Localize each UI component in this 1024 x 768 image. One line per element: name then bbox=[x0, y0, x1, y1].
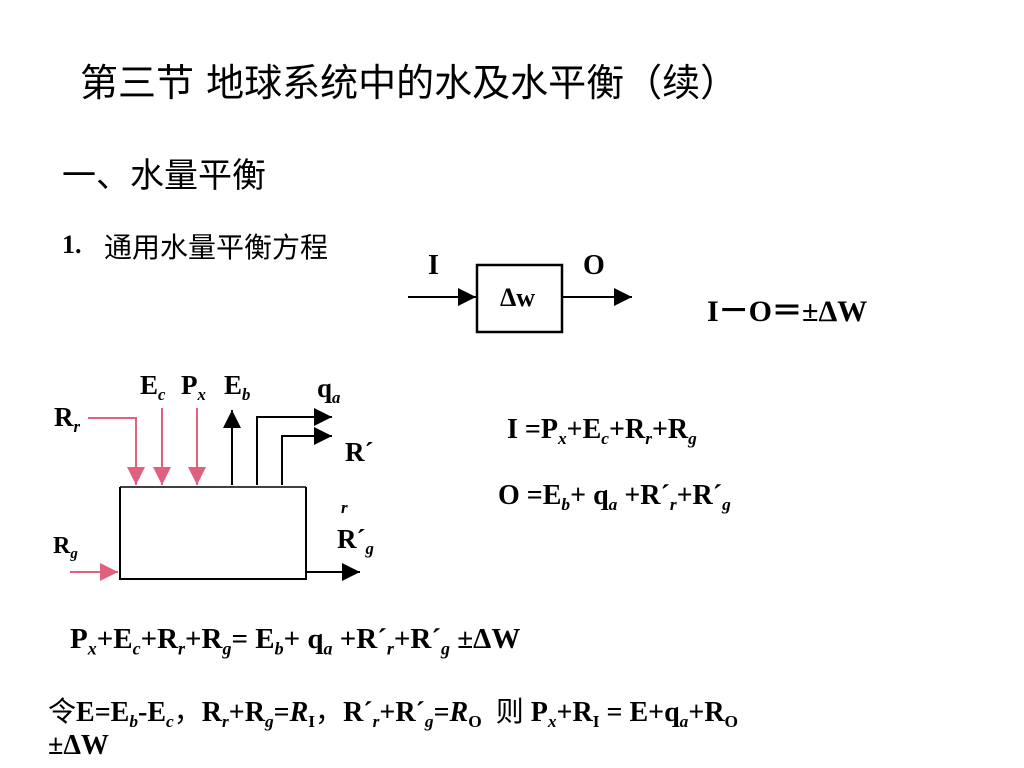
slide-title: 第三节 地球系统中的水及水平衡（续） bbox=[80, 61, 739, 105]
subheading-number: 1. bbox=[62, 230, 82, 259]
reservoir-box bbox=[119, 487, 307, 580]
subheading-text: 通用水量平衡方程 bbox=[104, 231, 329, 264]
label-rg-outflow: R´g bbox=[337, 524, 374, 558]
storage-change-label: Δw bbox=[500, 283, 536, 312]
label-rr-outflow: R´ bbox=[345, 437, 374, 467]
flow-input-label: I bbox=[428, 250, 439, 281]
flow-output-label: O bbox=[583, 250, 605, 281]
label-px: Px bbox=[181, 370, 206, 404]
input-equation: I =Px+Ec+Rr+Rg bbox=[507, 414, 697, 449]
output-equation: O =Eb+ qa +R´r+R´g bbox=[498, 480, 731, 515]
surface-outflow-rr-arrow bbox=[281, 427, 332, 485]
label-ec: Ec bbox=[140, 370, 166, 404]
label-eb: Eb bbox=[224, 370, 251, 404]
surface-inflow-rr-arrow bbox=[88, 417, 145, 485]
substitution-equation: 令E=Eb-Ec，Rr+Rg=RI，R´r+R´g=RO 则 Px+RI = E… bbox=[48, 695, 739, 732]
label-rr-outflow-sub: r bbox=[341, 498, 348, 517]
basic-balance-equation: I－O＝±ΔW bbox=[707, 295, 868, 328]
substitution-equation-cont: ±ΔW bbox=[48, 730, 109, 761]
full-balance-equation: Px+Ec+Rr+Rg= Eb+ qa +R´r+R´g ±ΔW bbox=[70, 623, 521, 659]
section-heading: 一、水量平衡 bbox=[62, 156, 266, 196]
label-qa: qa bbox=[317, 373, 341, 407]
water-vapor-qa-arrow bbox=[256, 408, 332, 485]
label-rr-inflow: Rr bbox=[54, 402, 81, 436]
storage-box bbox=[475, 263, 564, 334]
label-rg-inflow: Rg bbox=[53, 533, 78, 563]
